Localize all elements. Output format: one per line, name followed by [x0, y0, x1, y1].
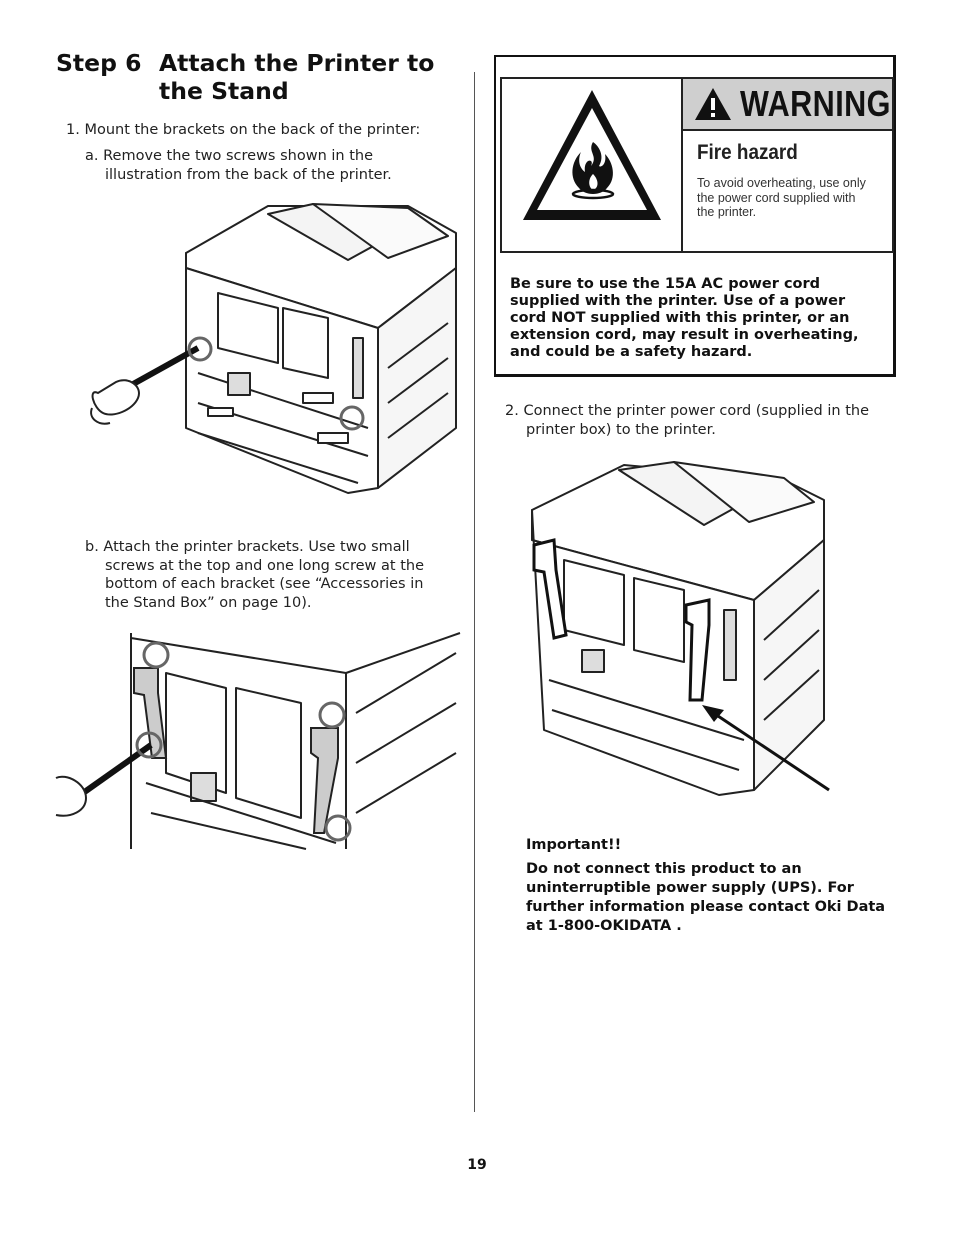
instruction-item-1a-line1: a. Remove the two screws shown in the: [85, 148, 373, 164]
instruction-item-1: 1. Mount the brackets on the back of the…: [66, 122, 421, 138]
warning-text: Be sure to use the 15A AC power cord sup…: [510, 276, 890, 361]
printer-screws-illustration: [90, 203, 457, 494]
warning-panel: [500, 77, 894, 253]
instruction-item-1b-line2: screws at the top and one long screw at …: [105, 558, 424, 574]
warning-text-line3: cord NOT supplied with this printer, or …: [510, 310, 850, 326]
step-title-line1: Attach the Printer to: [159, 49, 435, 77]
warning-box: [494, 55, 896, 377]
warning-text-line4: extension cord, may result in overheatin…: [510, 327, 859, 343]
printer-brackets-illustration: [55, 632, 461, 850]
important-line3: further information please contact Oki D…: [526, 899, 886, 915]
fire-hazard-title: Fire hazard: [697, 141, 798, 164]
fire-hazard-line2: the power cord supplied with: [697, 190, 856, 205]
warning-text-line5: and could be a safety hazard.: [510, 344, 753, 360]
page-number: 19: [467, 1157, 487, 1173]
fire-hazard-text: To avoid overheating, use only the power…: [697, 176, 889, 220]
warning-label: WARNING: [740, 83, 891, 124]
warning-panel-divider: [681, 77, 683, 253]
warning-text-line1: Be sure to use the 15A AC power cord: [510, 276, 821, 292]
step-title-line2: the Stand: [159, 77, 289, 105]
important-line1: Do not connect this product to an: [526, 861, 802, 877]
instruction-item-1b-line3: bottom of each bracket (see “Accessories…: [105, 576, 424, 592]
important-heading: Important!!: [526, 837, 622, 853]
warning-text-line2: supplied with the printer. Use of a powe…: [510, 293, 846, 309]
warning-header-icon: [695, 88, 731, 120]
step-number: Step 6: [56, 49, 142, 77]
column-divider: [474, 72, 475, 1112]
instruction-item-2-line1: 2. Connect the printer power cord (suppl…: [505, 403, 869, 419]
instruction-item-2-line2: printer box) to the printer.: [526, 422, 716, 438]
important-line2: uninterruptible power supply (UPS). For: [526, 880, 854, 896]
instruction-item-1a-line2: illustration from the back of the printe…: [105, 167, 392, 183]
instruction-item-1b-line1: b. Attach the printer brackets. Use two …: [85, 539, 410, 555]
printer-power-cord-illustration: [531, 461, 830, 796]
fire-hazard-line1: To avoid overheating, use only: [697, 176, 866, 190]
flame-icon: [571, 142, 615, 200]
important-line4: at 1-800-OKIDATA .: [526, 918, 682, 934]
fire-hazard-line3: the printer.: [697, 205, 757, 219]
instruction-item-1b-line4: the Stand Box” on page 10).: [105, 595, 312, 611]
exclamation-triangle-icon: [523, 90, 661, 220]
important-text: Do not connect this product to an uninte…: [526, 860, 896, 936]
